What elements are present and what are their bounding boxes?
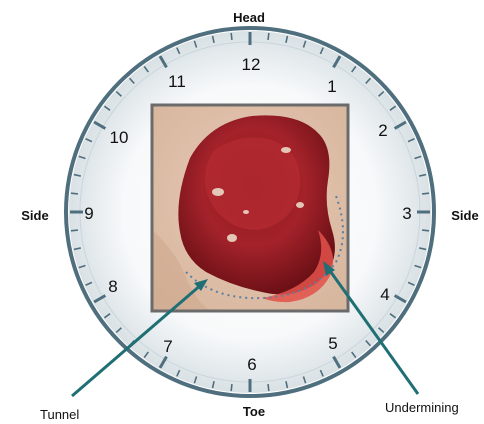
clock-number-4: 4 <box>380 285 389 304</box>
minute-tick <box>268 33 269 40</box>
clock-number-9: 9 <box>84 204 93 223</box>
clock-number-7: 7 <box>163 337 172 356</box>
minute-tick <box>268 384 269 391</box>
minute-tick <box>422 193 429 194</box>
clock-number-3: 3 <box>402 204 411 223</box>
clock-number-8: 8 <box>108 277 117 296</box>
clock-number-2: 2 <box>378 121 387 140</box>
label-side-left: Side <box>21 208 48 223</box>
label-toe: Toe <box>243 404 265 419</box>
minute-tick <box>422 230 429 231</box>
clock-number-1: 1 <box>327 77 336 96</box>
clock-number-12: 12 <box>242 55 261 74</box>
minute-tick <box>231 33 232 40</box>
clock-number-5: 5 <box>328 334 337 353</box>
clock-number-10: 10 <box>110 128 129 147</box>
clock-number-11: 11 <box>168 72 186 91</box>
label-undermining: Undermining <box>385 400 459 415</box>
label-tunnel: Tunnel <box>40 407 79 422</box>
minute-tick <box>71 193 78 194</box>
label-side-right: Side <box>451 208 478 223</box>
label-head: Head <box>233 10 265 25</box>
wound-photo <box>152 105 348 311</box>
clock-number-6: 6 <box>247 355 256 374</box>
minute-tick <box>71 230 78 231</box>
minute-tick <box>231 384 232 391</box>
